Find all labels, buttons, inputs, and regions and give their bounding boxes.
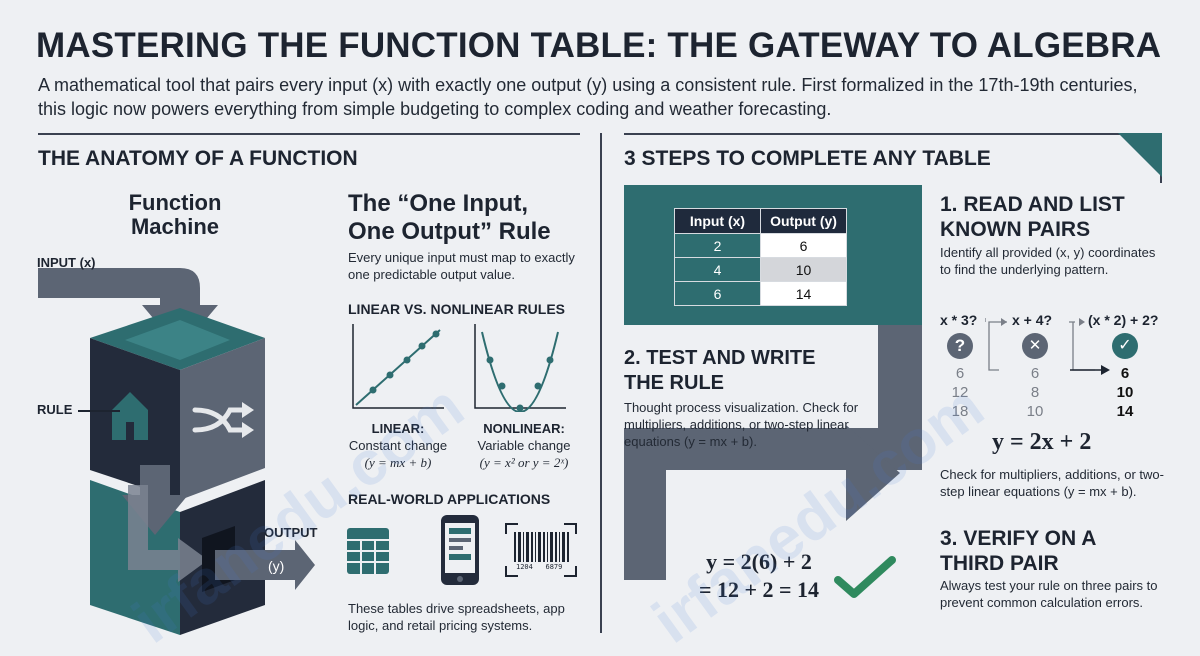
output-header: Output (y) xyxy=(760,208,847,234)
function-machine-diagram xyxy=(38,268,315,635)
center-divider xyxy=(600,133,602,633)
function-table-wrap: Input (x) Output (y) 2 6 4 10 6 14 xyxy=(674,208,847,306)
table-cell: 6 xyxy=(674,281,761,306)
machine-title: Function Machine xyxy=(128,190,222,239)
left-divider xyxy=(38,133,580,135)
lin-nonlin-title: LINEAR VS. NONLINEAR RULES xyxy=(348,301,566,317)
page-title: MASTERING THE FUNCTION TABLE: THE GATEWA… xyxy=(36,26,1162,65)
table-row: 4 10 xyxy=(674,257,847,282)
final-rule: y = 2x + 2 xyxy=(992,429,1092,455)
table-cell: 14 xyxy=(760,281,847,306)
anatomy-section-title: THE ANATOMY OF A FUNCTION xyxy=(38,147,358,170)
input-label: INPUT (x) xyxy=(37,255,96,270)
x-mark-icon: ✕ xyxy=(1022,333,1048,359)
table-row: 2 6 xyxy=(674,233,847,258)
check-icon xyxy=(834,556,896,598)
trial-values-3: 6 10 14 xyxy=(1116,365,1134,420)
rule-pointer-line xyxy=(78,410,120,412)
phone-app-icon xyxy=(441,515,479,585)
trial-values-2: 6 8 10 xyxy=(1026,365,1044,420)
table-cell: 4 xyxy=(674,257,761,282)
steps-section-title: 3 STEPS TO COMPLETE ANY TABLE xyxy=(624,147,991,170)
table-cell: 10 xyxy=(760,257,847,282)
rule-label: RULE xyxy=(37,402,73,417)
corner-triangle xyxy=(1118,133,1162,177)
apps-description: These tables drive spreadsheets, app log… xyxy=(348,601,565,633)
step1-check-text: Check for multipliers, additions, or two… xyxy=(940,467,1164,499)
table-row: 6 14 xyxy=(674,281,847,306)
check-circle-icon: ✓ xyxy=(1112,333,1138,359)
rule-description: Every unique input must map to exactly o… xyxy=(348,250,575,282)
step1-title: 1. READ AND LIST KNOWN PAIRS xyxy=(940,193,1125,241)
process-path xyxy=(624,325,922,580)
trial-rule-3: (x * 2) + 2? xyxy=(1088,312,1159,328)
step2-description: Thought process visualization. Check for… xyxy=(624,400,859,449)
table-cell: 6 xyxy=(760,233,847,258)
function-table: Input (x) Output (y) 2 6 4 10 6 14 xyxy=(674,208,847,306)
arrow-to-six xyxy=(1070,365,1110,375)
output-label: OUTPUT xyxy=(264,525,318,540)
nonlinear-graph xyxy=(474,324,566,412)
step2-title: 2. TEST AND WRITE THE RULE xyxy=(624,347,816,394)
barcode-icon xyxy=(505,523,577,577)
barcode-number: 1204 6879 xyxy=(516,563,563,571)
trial-rule-1: x * 3? xyxy=(940,312,978,328)
trial-values-1: 6 12 18 xyxy=(951,365,969,420)
rule-house-icon xyxy=(112,392,148,440)
step3-title: 3. VERIFY ON A THIRD PAIR xyxy=(940,527,1097,575)
verification-equation: y = 2(6) + 2 = 12 + 2 = 14 xyxy=(698,549,820,602)
page-subtitle: A mathematical tool that pairs every inp… xyxy=(38,75,1138,119)
shuffle-icon xyxy=(192,407,247,433)
input-header: Input (x) xyxy=(674,208,761,234)
question-icon: ? xyxy=(947,333,973,359)
apps-title: REAL-WORLD APPLICATIONS xyxy=(348,491,551,507)
linear-graph xyxy=(352,324,444,409)
spreadsheet-icon xyxy=(347,528,389,574)
step3-description: Always test your rule on three pairs to … xyxy=(940,578,1158,610)
nonlinear-caption: NONLINEAR: Variable change (y = x² or y … xyxy=(477,421,571,470)
rule-heading: The “One Input, One Output” Rule xyxy=(348,190,551,245)
step1-description: Identify all provided (x, y) coordinates… xyxy=(940,245,1156,277)
linear-caption: LINEAR: Constant change (y = mx + b) xyxy=(348,421,448,470)
output-var: (y) xyxy=(268,558,285,574)
output-arrow xyxy=(215,540,315,590)
trial-rule-2: x + 4? xyxy=(1012,312,1053,328)
table-cell: 2 xyxy=(674,233,761,258)
right-divider xyxy=(624,133,1160,135)
